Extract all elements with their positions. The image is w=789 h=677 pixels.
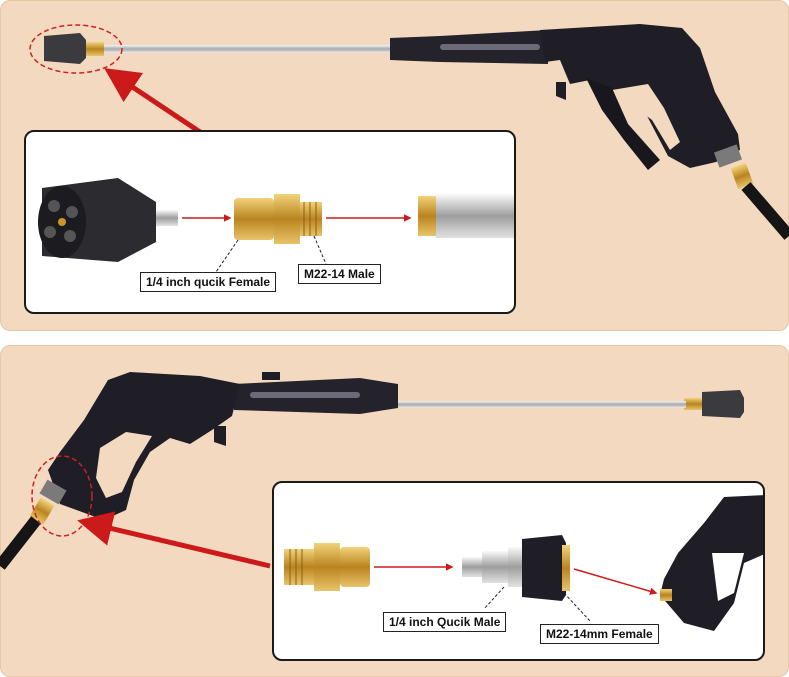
pointer-arrow-top bbox=[104, 68, 202, 135]
bottom-inset-illustration bbox=[284, 495, 763, 631]
multi-nozzle-head bbox=[38, 178, 178, 262]
quick-male-plug bbox=[462, 547, 522, 587]
pointer-arrow-bottom bbox=[77, 511, 271, 569]
top-inset-illustration bbox=[38, 178, 514, 273]
bottom-inset-detail bbox=[272, 481, 765, 661]
brass-coupler-female bbox=[234, 194, 322, 244]
label-quick-female: 1/4 inch qucik Female bbox=[140, 272, 277, 292]
spray-gun-top bbox=[44, 24, 789, 240]
leader-line-m22-female bbox=[563, 592, 591, 622]
gun-handle-detail bbox=[660, 495, 763, 631]
wand-end bbox=[418, 194, 514, 238]
label-m22-male: M22-14 Male bbox=[298, 264, 381, 284]
m22-female-fitting bbox=[522, 535, 570, 601]
label-m22-female: M22-14mm Female bbox=[540, 624, 659, 644]
arrow-fitting-to-gun bbox=[573, 568, 658, 595]
spray-gun-bottom bbox=[0, 372, 744, 570]
nozzle-highlight-circle bbox=[29, 24, 123, 74]
leader-line-quick-male bbox=[483, 586, 505, 610]
leader-line-male bbox=[313, 235, 327, 265]
brass-coupler bbox=[284, 543, 370, 591]
label-quick-male: 1/4 inch Qucik Male bbox=[383, 612, 507, 632]
leader-line-female bbox=[215, 239, 239, 273]
connector-highlight-circle bbox=[31, 455, 93, 537]
